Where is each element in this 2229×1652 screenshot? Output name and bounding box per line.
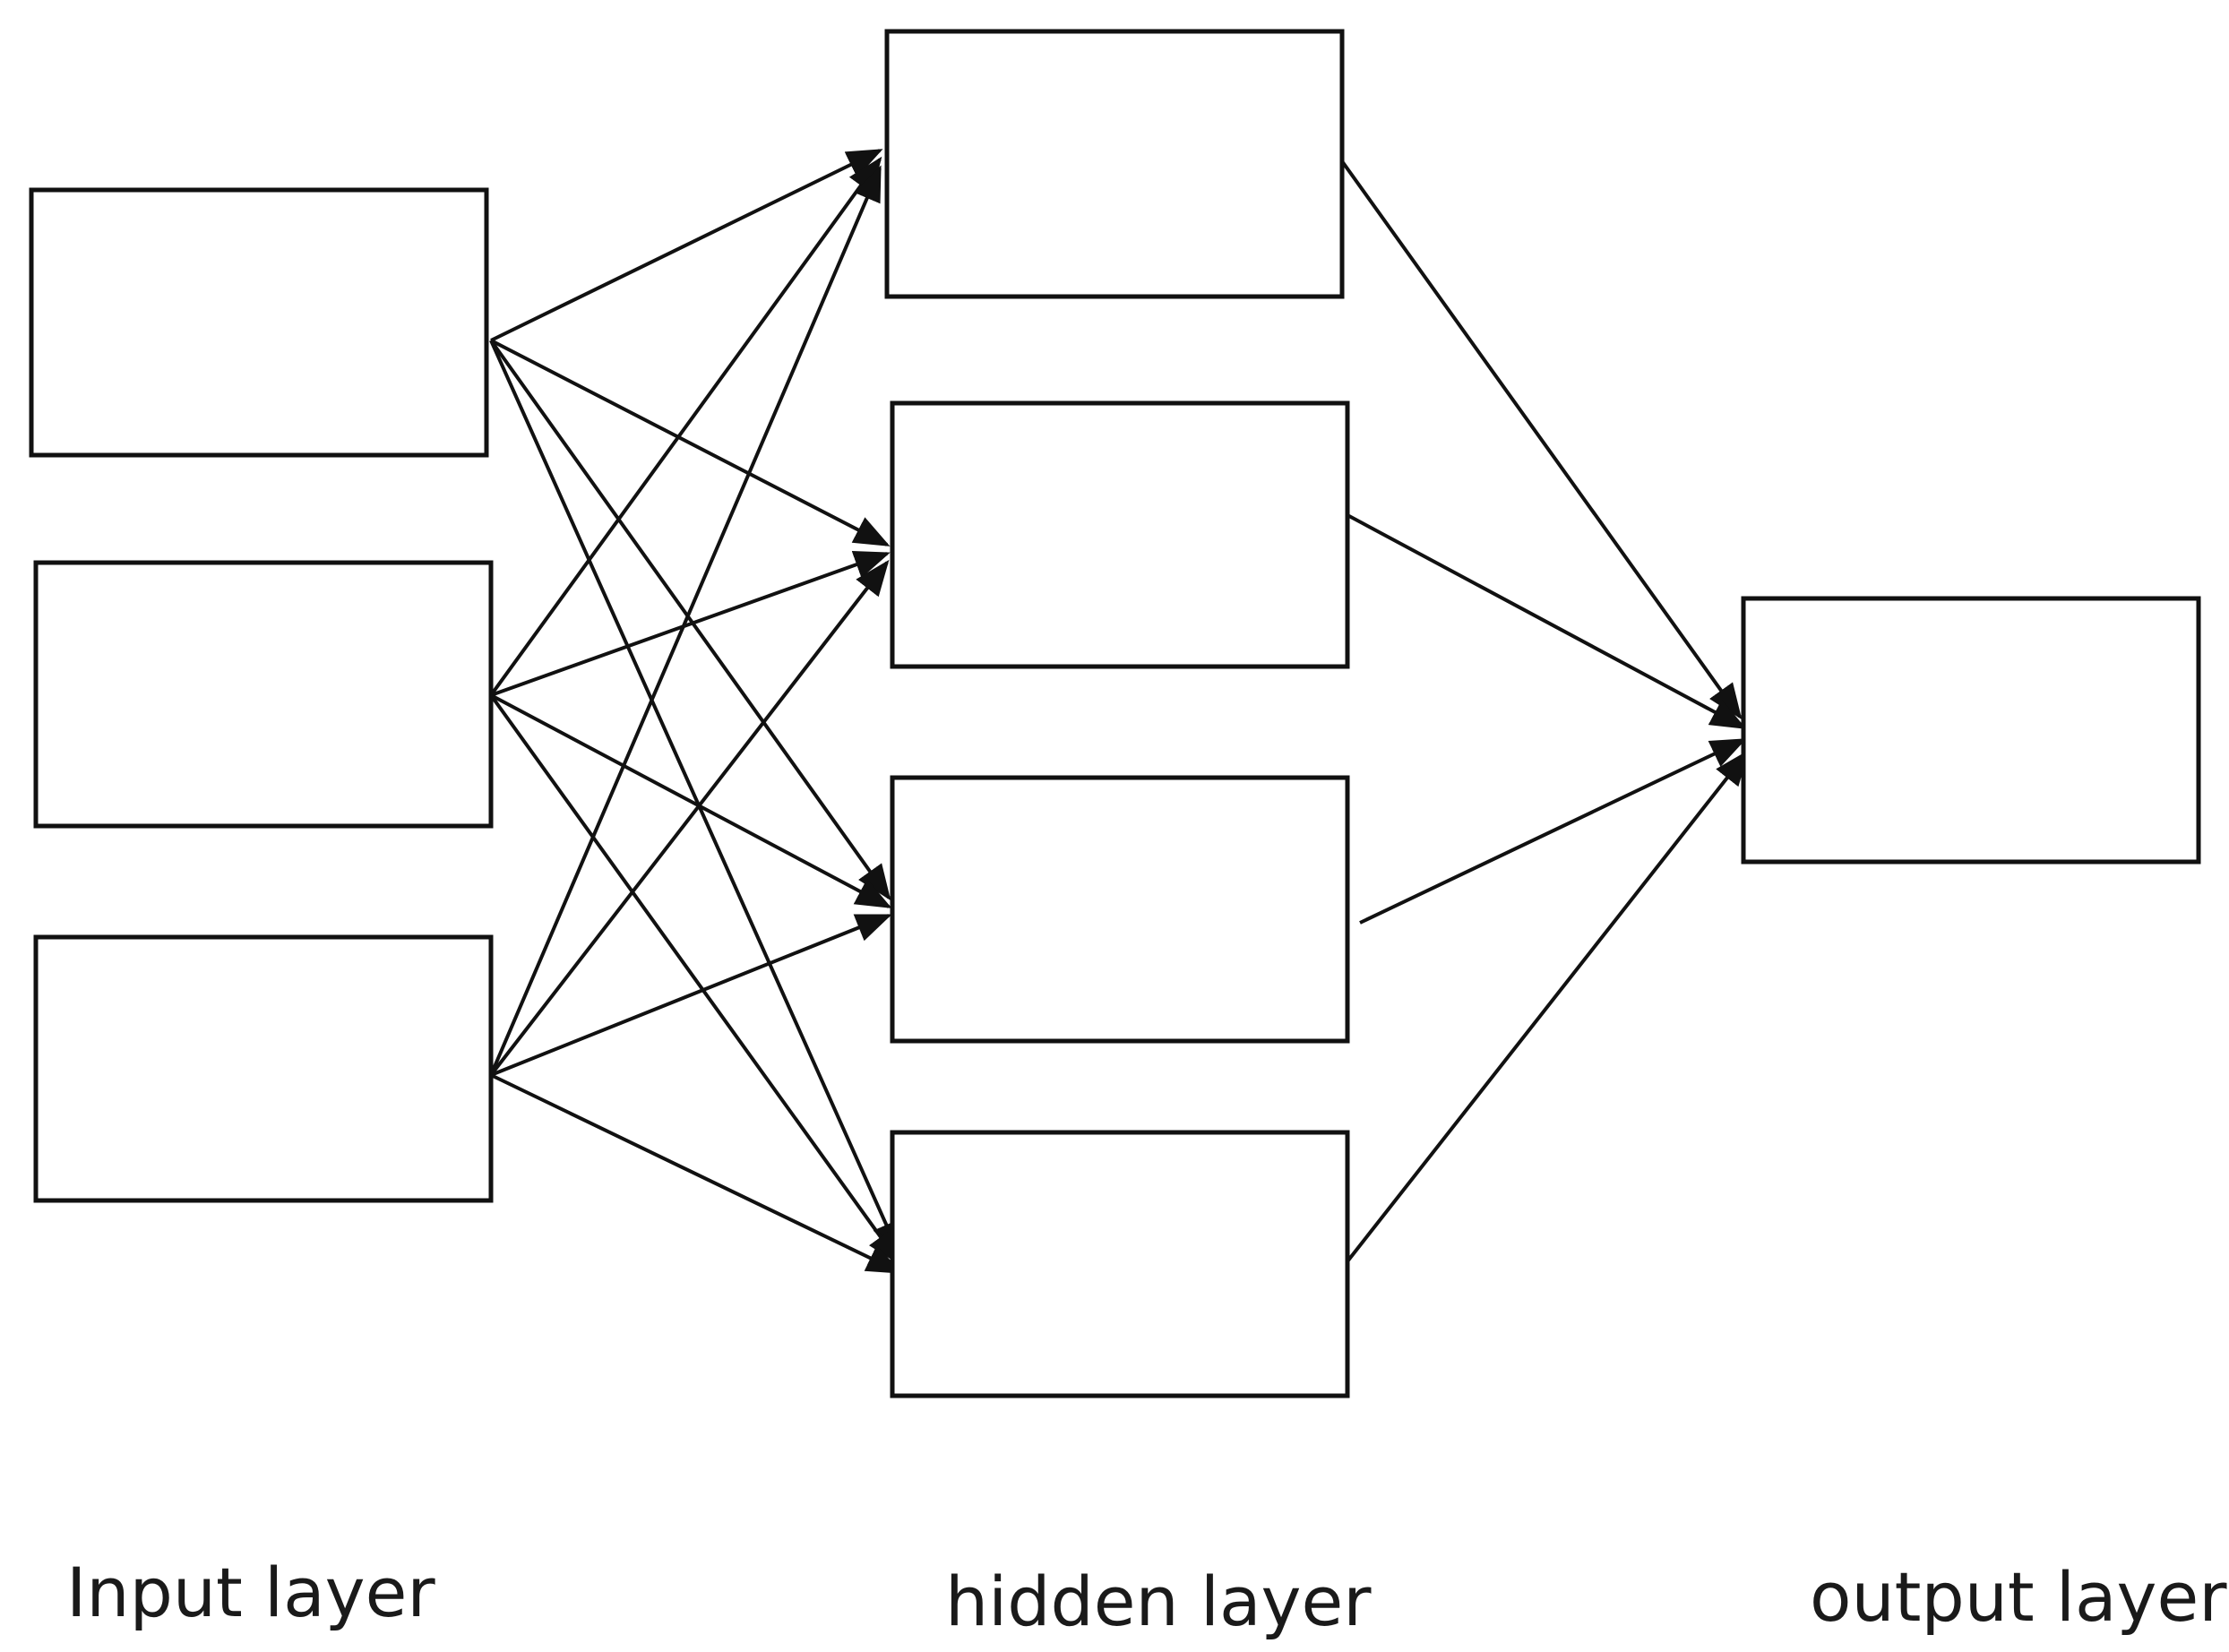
edge-hidden-4-to-output-1	[1346, 749, 1750, 1263]
edge-input-1-to-hidden-4	[489, 340, 901, 1258]
input-layer-label: Input layer	[66, 1553, 435, 1632]
edge-input-3-to-hidden-3	[490, 914, 892, 1077]
hidden-node-1	[884, 29, 1345, 299]
edge-hidden-1-to-output-1	[1340, 159, 1743, 720]
edge-input-1-to-hidden-3	[489, 339, 891, 901]
edge-input-3-to-hidden-1	[489, 165, 882, 1076]
hidden-node-2	[890, 400, 1350, 669]
hidden-node-3	[890, 775, 1350, 1044]
input-node-2	[33, 560, 494, 829]
output-node-1	[1741, 596, 2201, 865]
edge-input-1-to-hidden-1	[490, 149, 883, 342]
hidden-node-4	[890, 1130, 1350, 1398]
layer-nodes	[29, 29, 2201, 1398]
input-node-1	[29, 187, 489, 458]
edge-input-3-to-hidden-2	[489, 559, 890, 1077]
edge-input-2-to-hidden-2	[490, 551, 891, 697]
connection-edges	[489, 149, 1750, 1274]
edge-input-3-to-hidden-4	[490, 1073, 903, 1274]
input-node-3	[33, 934, 494, 1203]
edge-input-2-to-hidden-1	[489, 156, 882, 697]
edge-input-1-to-hidden-2	[490, 339, 891, 546]
edge-input-2-to-hidden-4	[489, 693, 902, 1267]
output-layer-label: output layer	[1810, 1557, 2227, 1637]
hidden-layer-label: hidden layer	[945, 1562, 1372, 1641]
edge-hidden-3-to-output-1	[1359, 738, 1747, 925]
edge-hidden-2-to-output-1	[1347, 513, 1747, 729]
edge-input-2-to-hidden-3	[490, 693, 892, 908]
